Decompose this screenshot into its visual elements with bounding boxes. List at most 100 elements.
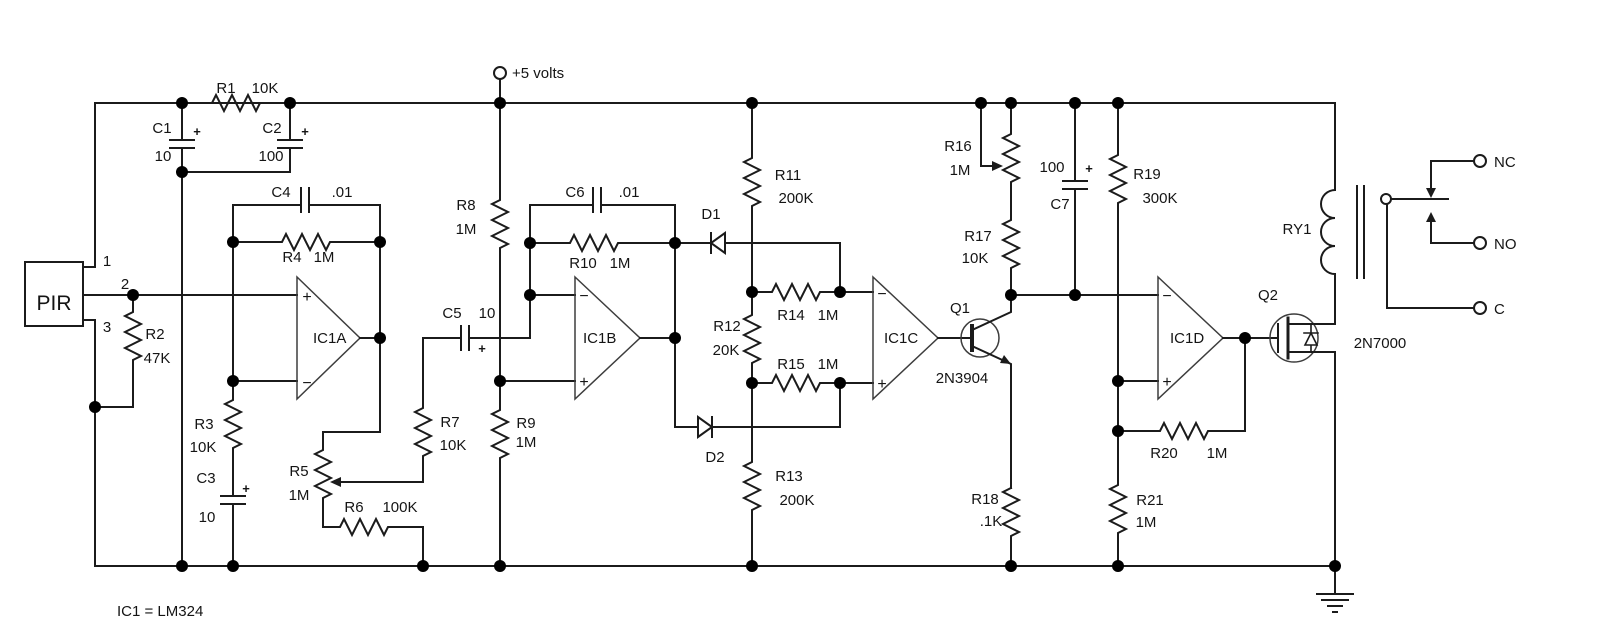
c4-loop-wire <box>232 204 381 243</box>
c3-polarity: + <box>242 481 250 496</box>
resistor-r1 <box>181 92 291 114</box>
labels: +5 volts IC1 = LM324 PIR 1 2 3 R1 10K C1… <box>36 65 1516 619</box>
c2-polarity: + <box>301 124 309 139</box>
capacitor-c2 <box>277 139 303 149</box>
r5-ref: R5 <box>289 463 308 480</box>
resistor-r11 <box>741 102 763 293</box>
r19-value: 300K <box>1142 190 1177 207</box>
resistor-r12 <box>741 291 763 384</box>
bias-divider <box>422 102 531 567</box>
r3-value: 10K <box>190 439 217 456</box>
r15-value: 1M <box>818 356 839 373</box>
d2-wire <box>674 382 841 428</box>
r20-ref: R20 <box>1150 445 1178 462</box>
ic1a-plus-sign: + <box>302 289 311 306</box>
gain-pot-network <box>312 337 434 567</box>
r2-ref: R2 <box>145 326 164 343</box>
r13-ref: R13 <box>775 468 803 485</box>
resistor-r8 <box>489 102 511 382</box>
r14-ref: R14 <box>777 307 805 324</box>
c2-column-wire <box>181 102 291 173</box>
resistor-r19 <box>1107 102 1129 432</box>
d2-label: D2 <box>705 449 724 466</box>
pir-pin1-label: 1 <box>103 253 111 270</box>
resistor-r15 <box>751 372 841 394</box>
pir-pin3-label: 3 <box>103 319 111 336</box>
resistor-r14 <box>751 281 841 303</box>
ground-symbol <box>1316 565 1354 613</box>
resistor-r20 <box>1117 337 1246 442</box>
ic1d-input-wires <box>1010 294 1159 382</box>
ic1c-plus-sign: + <box>877 376 886 393</box>
ic1-note-label: IC1 = LM324 <box>117 603 203 619</box>
relay-nc-label: NC <box>1494 154 1516 171</box>
ic1d-minus-sign: − <box>1162 288 1171 305</box>
q1-part: 2N3904 <box>936 370 989 387</box>
r4-ref: R4 <box>282 249 301 266</box>
relay-c-terminal <box>1473 301 1487 315</box>
d1-wire <box>674 242 841 293</box>
resistor-r16-r17 <box>1000 102 1022 296</box>
capacitor-c5 <box>460 325 470 351</box>
relay-common-wire <box>1386 203 1481 309</box>
relay-nc-wire <box>1430 160 1475 190</box>
power-rails <box>82 102 1336 567</box>
r9-value: 1M <box>516 434 537 451</box>
r5-wiper-arrow <box>330 477 341 487</box>
q2-ref: Q2 <box>1258 287 1278 304</box>
relay-ry1 <box>1320 154 1487 325</box>
top-rail-wire <box>94 102 1336 191</box>
c7-ref: C7 <box>1050 196 1069 213</box>
q1-emitter-wire <box>970 344 1012 489</box>
ic1b-minus-sign: − <box>579 288 588 305</box>
resistor-r10 <box>529 232 676 254</box>
opamp-ic1d-triangle <box>1157 275 1225 401</box>
r10-ref: R10 <box>569 255 597 272</box>
r20-value: 1M <box>1207 445 1228 462</box>
c5-polarity: + <box>478 341 486 356</box>
c7-polarity: + <box>1085 161 1093 176</box>
c6-ref: C6 <box>565 184 584 201</box>
pir-sensor <box>24 261 298 327</box>
capacitor-c6 <box>592 187 602 213</box>
c4-ref: C4 <box>271 184 290 201</box>
supply-terminal-circle <box>493 66 507 80</box>
c5-ref: C5 <box>442 305 461 322</box>
capacitor-c7 <box>1062 180 1088 190</box>
r14-value: 1M <box>818 307 839 324</box>
relay-nc-terminal <box>1473 154 1487 168</box>
relay-no-label: NO <box>1494 236 1517 253</box>
r7-ref: R7 <box>440 414 459 431</box>
c5-value: 10 <box>479 305 496 322</box>
r12-ref: R12 <box>713 318 741 335</box>
r18-value: .1K <box>980 513 1003 530</box>
c1-value: 10 <box>155 148 172 165</box>
pir-label: PIR <box>36 292 71 315</box>
pir-box <box>24 261 84 327</box>
window-divider <box>741 102 841 567</box>
diode-d1 <box>709 231 726 255</box>
diode-clamps <box>674 231 841 439</box>
r16-value: 1M <box>950 162 971 179</box>
r6-value: 100K <box>382 499 417 516</box>
pir-pin2-label: 2 <box>121 276 129 293</box>
resistor-r4 <box>232 231 381 253</box>
r21-value: 1M <box>1136 514 1157 531</box>
c4-value: .01 <box>332 184 353 201</box>
c1-ref: C1 <box>152 120 171 137</box>
c7-value: 100 <box>1039 159 1064 176</box>
c1-polarity: + <box>193 124 201 139</box>
ic1d-label: IC1D <box>1170 330 1204 347</box>
junction-dots <box>89 97 1341 572</box>
r13-value: 200K <box>779 492 814 509</box>
r8-value: 1M <box>456 221 477 238</box>
resistor-r7 <box>335 337 434 483</box>
relay-core-bars <box>1356 185 1365 279</box>
ic1a-label: IC1A <box>313 330 346 347</box>
ic1d-plus-sign: + <box>1162 374 1171 391</box>
r18-ref: R18 <box>971 491 999 508</box>
resistor-r21 <box>1107 430 1129 567</box>
ic1a-minus-sign: − <box>302 375 311 392</box>
sensitivity-trimmer <box>980 102 1022 296</box>
